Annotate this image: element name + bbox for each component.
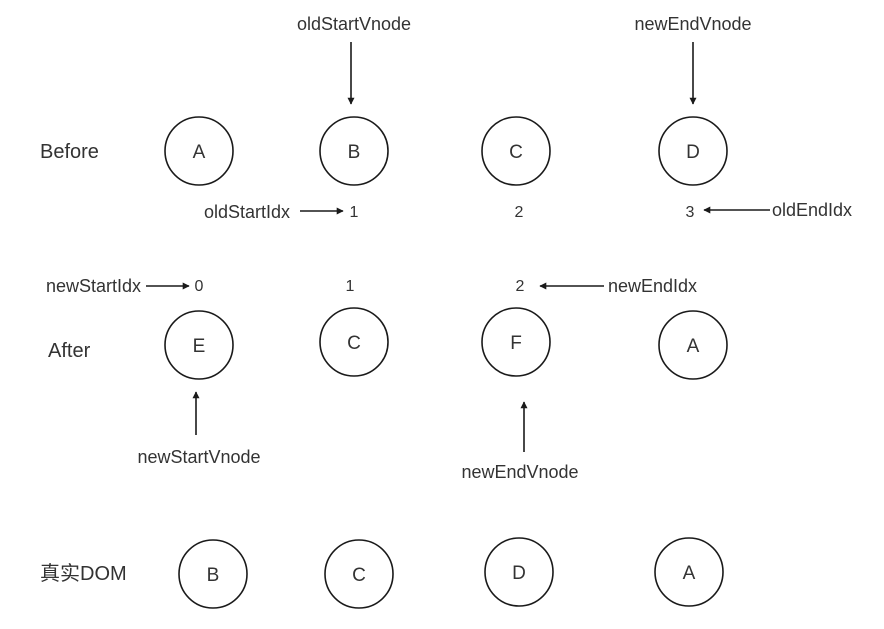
- before-node-label: D: [686, 142, 700, 163]
- new-end-vnode-top-label: newEndVnode: [634, 14, 751, 34]
- dom-node-label: A: [683, 563, 696, 584]
- before-node: B: [319, 116, 389, 186]
- before-node-label: C: [509, 142, 523, 163]
- after-node-label: E: [193, 336, 206, 357]
- before-node: D: [658, 116, 728, 186]
- old-end-idx-label: oldEndIdx: [772, 200, 852, 220]
- dom-node-label: C: [352, 565, 366, 586]
- after-node-label: C: [347, 333, 361, 354]
- dom-node: C: [324, 539, 394, 609]
- new-start-idx-label: newStartIdx: [46, 276, 141, 296]
- row-label-before: Before: [40, 141, 99, 163]
- before-index: 3: [686, 204, 695, 221]
- dom-node: B: [178, 539, 248, 609]
- before-index: 1: [350, 204, 359, 221]
- before-node: C: [481, 116, 551, 186]
- after-index: 0: [195, 278, 204, 295]
- after-index: 2: [516, 278, 525, 295]
- after-node: A: [658, 310, 728, 380]
- row-label-after: After: [48, 340, 91, 362]
- after-node-label: F: [510, 333, 522, 354]
- old-start-idx-label: oldStartIdx: [204, 202, 290, 222]
- dom-node-label: D: [512, 563, 526, 584]
- before-node-label: B: [348, 142, 361, 163]
- after-node: F: [481, 307, 551, 377]
- new-end-vnode-bottom-label: newEndVnode: [461, 462, 578, 482]
- after-index: 1: [346, 278, 355, 295]
- before-node: A: [164, 116, 234, 186]
- old-start-vnode-label: oldStartVnode: [297, 14, 411, 34]
- after-node: C: [319, 307, 389, 377]
- before-node-label: A: [193, 142, 206, 163]
- dom-node: D: [484, 537, 554, 607]
- dom-node: A: [654, 537, 724, 607]
- new-end-idx-label: newEndIdx: [608, 276, 697, 296]
- after-node: E: [164, 310, 234, 380]
- before-index: 2: [515, 204, 524, 221]
- after-node-label: A: [687, 336, 700, 357]
- dom-node-label: B: [207, 565, 220, 586]
- row-label-real-dom: 真实DOM: [40, 562, 127, 585]
- new-start-vnode-label: newStartVnode: [137, 447, 260, 467]
